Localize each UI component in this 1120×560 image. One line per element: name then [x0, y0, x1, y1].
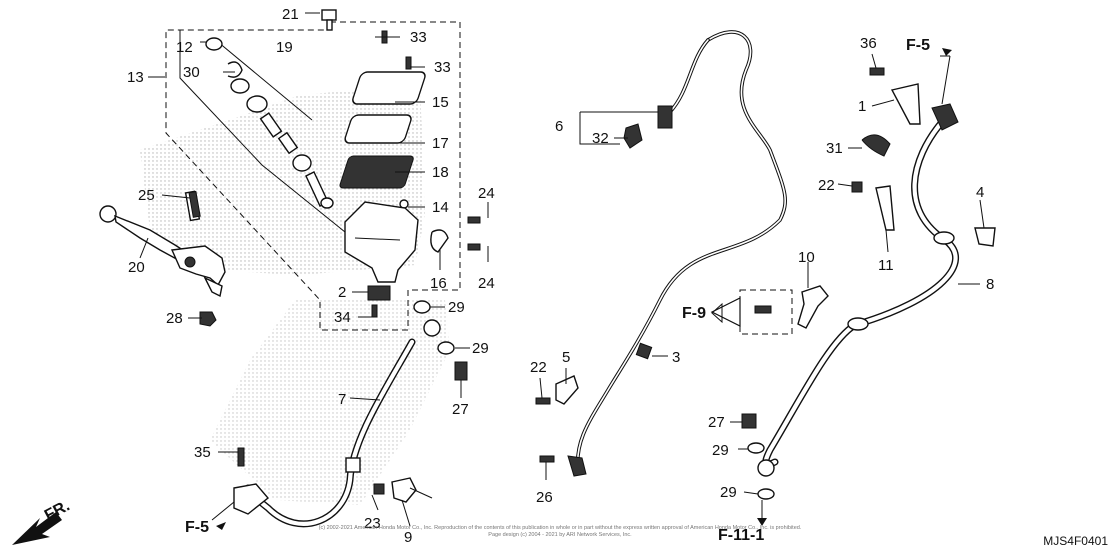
callout-15: 15 [432, 94, 449, 111]
callout-33: 33 [434, 59, 451, 76]
callout-24: 24 [478, 275, 495, 292]
front-direction-arrow: FR. [12, 497, 73, 545]
callout-5: 5 [562, 349, 570, 366]
callout-2: 2 [338, 284, 346, 301]
arrow-f11-1-icon [757, 518, 767, 526]
callout-18: 18 [432, 164, 449, 181]
callout-20: 20 [128, 259, 145, 276]
callout-29: 29 [720, 484, 737, 501]
callout-10: 10 [798, 249, 815, 266]
ref-f9: F-9 [682, 305, 706, 322]
ref-f5-bottom: F-5 [185, 519, 209, 536]
footer: (c) 2002-2021 American Honda Motor Co., … [319, 525, 1109, 548]
callout-11: 11 [878, 257, 894, 274]
master-cylinder-internals [205, 37, 334, 209]
callout-8: 8 [986, 276, 994, 293]
callout-17: 17 [432, 135, 449, 152]
callout-3: 3 [672, 349, 680, 366]
brake-hose-7 [233, 319, 468, 528]
callout-36: 36 [860, 35, 877, 52]
callout-29: 29 [448, 299, 465, 316]
callout-22: 22 [530, 359, 547, 376]
master-cylinder-body [188, 190, 481, 327]
callout-34: 34 [334, 309, 351, 326]
callout-26: 26 [536, 489, 553, 506]
callout-16: 16 [430, 275, 447, 292]
callout-25: 25 [138, 187, 155, 204]
callout-7: 7 [338, 391, 346, 408]
callout-22: 22 [818, 177, 835, 194]
callout-27: 27 [708, 414, 725, 431]
fr-arrow-icon [12, 512, 62, 545]
callout-leaders [139, 12, 985, 527]
callout-23: 23 [364, 515, 381, 532]
callout-13: 13 [127, 69, 144, 86]
bracket-10 [710, 285, 829, 335]
callout-12: 12 [176, 39, 193, 56]
callout-24: 24 [478, 185, 495, 202]
diagram-code: MJS4F0401 [1043, 534, 1108, 548]
callout-21: 21 [282, 6, 299, 23]
callout-14: 14 [432, 199, 449, 216]
callout-27: 27 [452, 401, 469, 418]
abs-sensor-wire [535, 30, 787, 477]
callout-31: 31 [826, 140, 843, 157]
callout-33: 33 [410, 29, 427, 46]
callout-1: 1 [858, 98, 866, 115]
callout-30: 30 [183, 64, 200, 81]
copyright-line-1: (c) 2002-2021 American Honda Motor Co., … [319, 525, 802, 531]
reservoir-parts [321, 9, 426, 209]
callout-35: 35 [194, 444, 211, 461]
callout-4: 4 [976, 184, 984, 201]
ref-f5-top: F-5 [906, 37, 930, 54]
callout-28: 28 [166, 310, 183, 327]
brake-hose-8 [741, 67, 996, 500]
callout-19: 19 [276, 39, 293, 56]
callout-labels: 21 33 33 12 19 13 30 15 17 18 14 24 24 2… [127, 6, 994, 546]
callout-32: 32 [592, 130, 609, 147]
callout-9: 9 [404, 529, 412, 546]
arrow-f5-top-icon [942, 48, 952, 56]
callout-6: 6 [555, 118, 563, 135]
callout-29: 29 [712, 442, 729, 459]
arrow-f9-icon [711, 302, 723, 324]
reference-labels: F-5 F-5 F-9 F-11-1 [185, 37, 952, 544]
arrow-f5-bottom-icon [216, 522, 226, 530]
ref-f11-1: F-11-1 [718, 527, 764, 544]
callout-29: 29 [472, 340, 489, 357]
copyright-line-2: Page design (c) 2004 - 2021 by ARI Netwo… [488, 532, 632, 538]
